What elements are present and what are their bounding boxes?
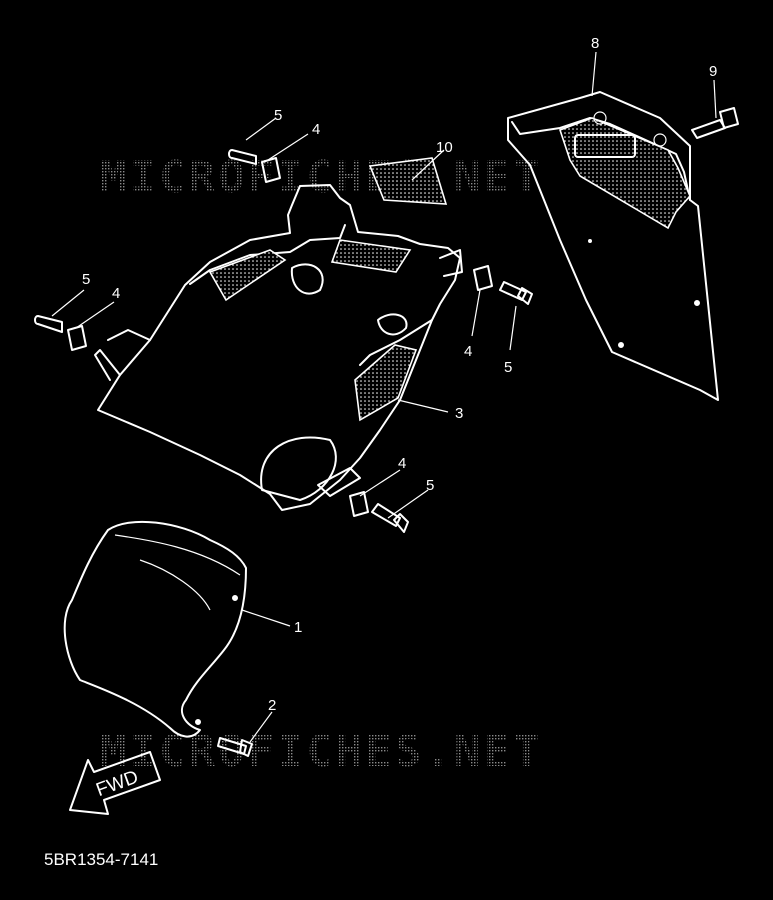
bolt-part-9	[691, 107, 739, 139]
screw-part-5-bottom	[371, 503, 409, 533]
inner-panel-part-3	[94, 184, 463, 511]
label-part-10	[368, 157, 448, 205]
callouts: 5 4 5 4 4 5 3 4 5 10 8 9 1 2	[82, 35, 717, 714]
clip-part-4-right	[473, 265, 493, 291]
windscreen-part-1	[63, 520, 247, 738]
callout-2: 2	[268, 697, 276, 714]
screw-part-5-right	[499, 281, 533, 305]
callout-5-top: 5	[274, 107, 282, 124]
callout-5-bottom: 5	[426, 477, 434, 494]
side-panel-part-8	[507, 91, 719, 401]
callout-9: 9	[709, 63, 717, 80]
watermark-top: MICROFICHES.NET	[100, 152, 542, 203]
callout-8: 8	[591, 35, 599, 52]
clip-part-4-bottom	[349, 491, 369, 517]
callout-1: 1	[294, 619, 302, 636]
leader-lines	[51, 51, 717, 743]
watermark-bottom: MICROFICHES.NET	[100, 726, 542, 777]
callout-4-right: 4	[464, 343, 472, 360]
screw-part-5-left	[34, 315, 63, 333]
diagram-code: 5BR1354-7141	[44, 850, 158, 869]
callout-10: 10	[436, 139, 453, 156]
callout-4-left: 4	[112, 285, 120, 302]
screw-part-5-top	[228, 149, 257, 165]
callout-5-left: 5	[82, 271, 90, 288]
callout-4-bottom: 4	[398, 455, 406, 472]
clip-part-4-left	[67, 325, 87, 351]
callout-5-right: 5	[504, 359, 512, 376]
clip-part-4-top	[261, 157, 281, 183]
callout-3: 3	[455, 405, 463, 422]
callout-4-top: 4	[312, 121, 320, 138]
screw-part-2	[217, 737, 253, 757]
